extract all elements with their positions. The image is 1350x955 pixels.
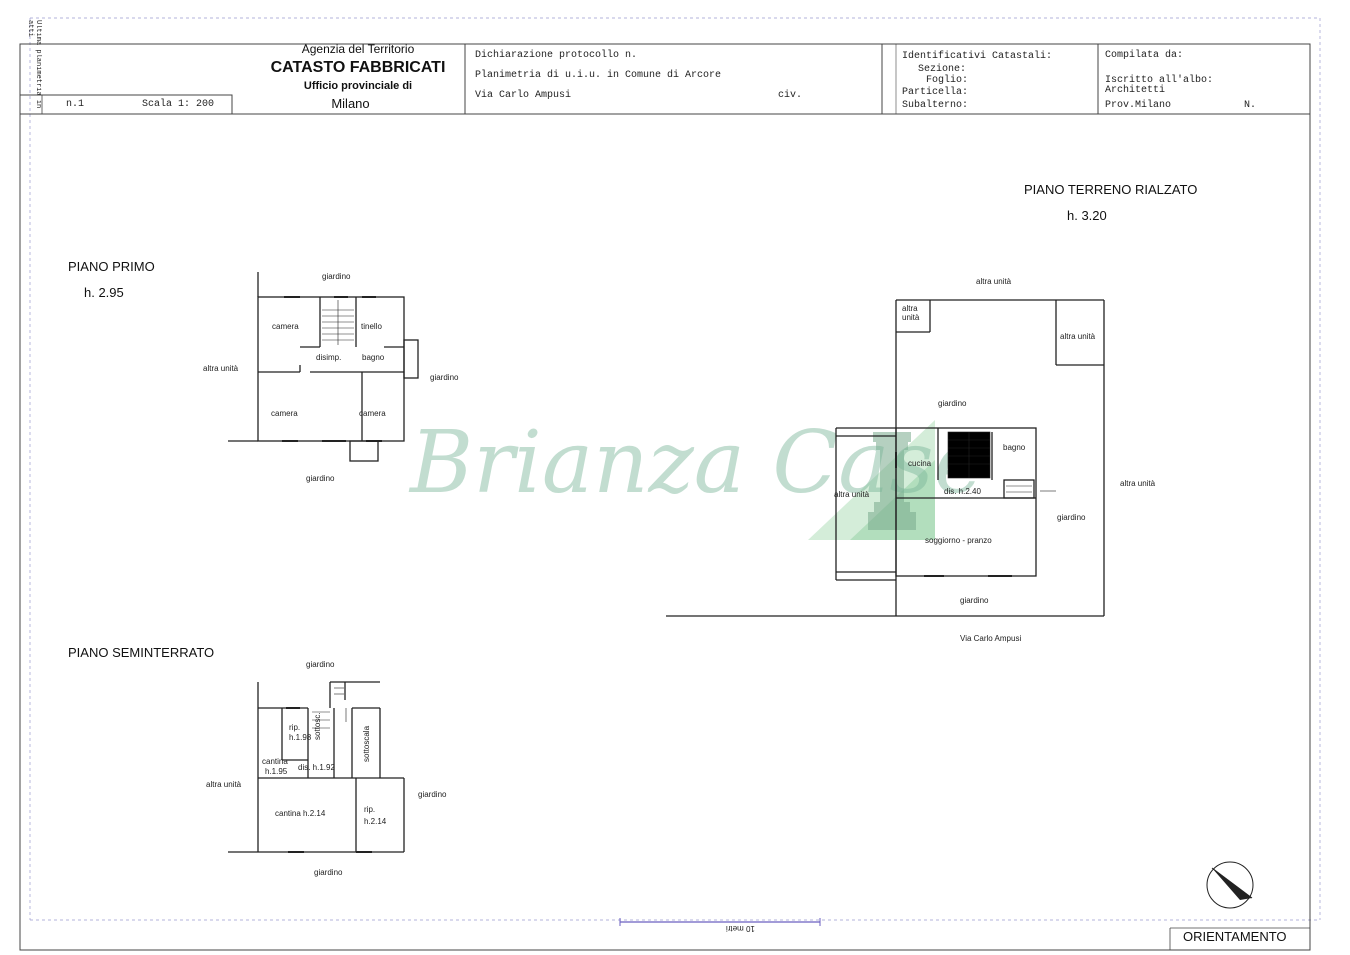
terreno-altra-unita-left: altra unità: [834, 490, 870, 499]
terreno-altra-unita-right: altra unità: [1120, 479, 1156, 488]
semi-cantina-1: cantina: [262, 757, 288, 766]
primo-giardino-right: giardino: [430, 373, 459, 382]
primo-camera-2: camera: [271, 409, 298, 418]
floor-primo-title: PIANO PRIMO: [68, 259, 155, 274]
primo-disimp: disimp.: [316, 353, 342, 362]
identifiers-title: Identificativi Catastali:: [902, 51, 1053, 62]
primo-giardino-top: giardino: [322, 272, 351, 281]
compiled-title: Compilata da:: [1105, 50, 1184, 61]
watermark-text: Brianza Case: [410, 413, 985, 513]
protocol-line: Dichiarazione protocollo n.: [475, 50, 638, 61]
agency-name: Agenzia del Territorio: [301, 42, 415, 56]
compiled-albo: Iscritto all'albo:: [1105, 75, 1214, 86]
semi-rip-1: rip.: [289, 723, 301, 732]
semi-altra-unita: altra unità: [206, 780, 242, 789]
sheet-scale: Scala 1: 200: [142, 99, 215, 110]
primo-altra-unita: altra unità: [203, 364, 239, 373]
primo-tinello: tinello: [361, 322, 382, 331]
primo-camera-1: camera: [272, 322, 299, 331]
floor-terreno-title: PIANO TERRENO RIALZATO: [1024, 182, 1198, 197]
orientation-label: ORIENTAMENTO: [1183, 929, 1287, 944]
semi-giardino-top: giardino: [306, 660, 335, 669]
semi-rip-1-height: h.1.98: [289, 733, 312, 742]
semi-rip-2-height: h.2.14: [364, 817, 387, 826]
primo-camera-3: camera: [359, 409, 386, 418]
semi-dis: dis. h.1.92: [298, 763, 335, 772]
terreno-altra-unita-tl-2: unità: [902, 313, 920, 322]
primo-giardino-bottom: giardino: [306, 474, 335, 483]
semi-giardino-bottom: giardino: [314, 868, 343, 877]
identifiers-sezione: Sezione:: [918, 64, 967, 75]
terreno-giardino-bottom: giardino: [960, 596, 989, 605]
terreno-street: Via Carlo Ampusi: [960, 634, 1022, 643]
office-label: Ufficio provinciale di: [303, 80, 413, 92]
semi-giardino-right: giardino: [418, 790, 447, 799]
terreno-dis: dis. h.2.40: [944, 487, 981, 496]
registry-title: CATASTO FABBRICATI: [270, 59, 446, 76]
semi-cantina-1-height: h.1.95: [265, 767, 288, 776]
terreno-altra-unita-tl-1: altra: [902, 304, 918, 313]
semi-rip-2: rip.: [364, 805, 376, 814]
planimetry-line: Planimetria di u.i.u. in Comune di Arcor…: [475, 70, 722, 81]
office-city: Milano: [331, 96, 370, 111]
compiled-architetti: Architetti: [1105, 85, 1166, 96]
identifiers-subalterno: Subalterno:: [902, 100, 969, 111]
terreno-cucina: cucina: [908, 459, 932, 468]
sheet-number: n.1: [66, 99, 85, 110]
terreno-soggiorno: soggiorno - pranzo: [925, 536, 992, 545]
terreno-giardino-right: giardino: [1057, 513, 1086, 522]
street-line: Via Carlo Ampusi: [475, 90, 572, 101]
side-note: Ultima planimetria in atti: [26, 20, 42, 109]
floor-seminterrato-title: PIANO SEMINTERRATO: [68, 645, 215, 660]
terreno-bagno: bagno: [1003, 443, 1026, 452]
identifiers-particella: Particella:: [902, 87, 969, 98]
terreno-altra-unita-top: altra unità: [976, 277, 1012, 286]
identifiers-foglio: Foglio:: [926, 75, 969, 86]
compiled-prov: Prov.Milano: [1105, 100, 1172, 111]
terreno-altra-unita-tr: altra unità: [1060, 332, 1096, 341]
compiled-n: N.: [1244, 100, 1257, 111]
primo-bagno: bagno: [362, 353, 385, 362]
floor-terreno-height: h. 3.20: [1067, 208, 1107, 223]
civic-line: civ.: [778, 90, 803, 101]
floor-primo-height: h. 2.95: [84, 285, 124, 300]
semi-cantina-2: cantina h.2.14: [275, 809, 326, 818]
terreno-giardino-mid: giardino: [938, 399, 967, 408]
